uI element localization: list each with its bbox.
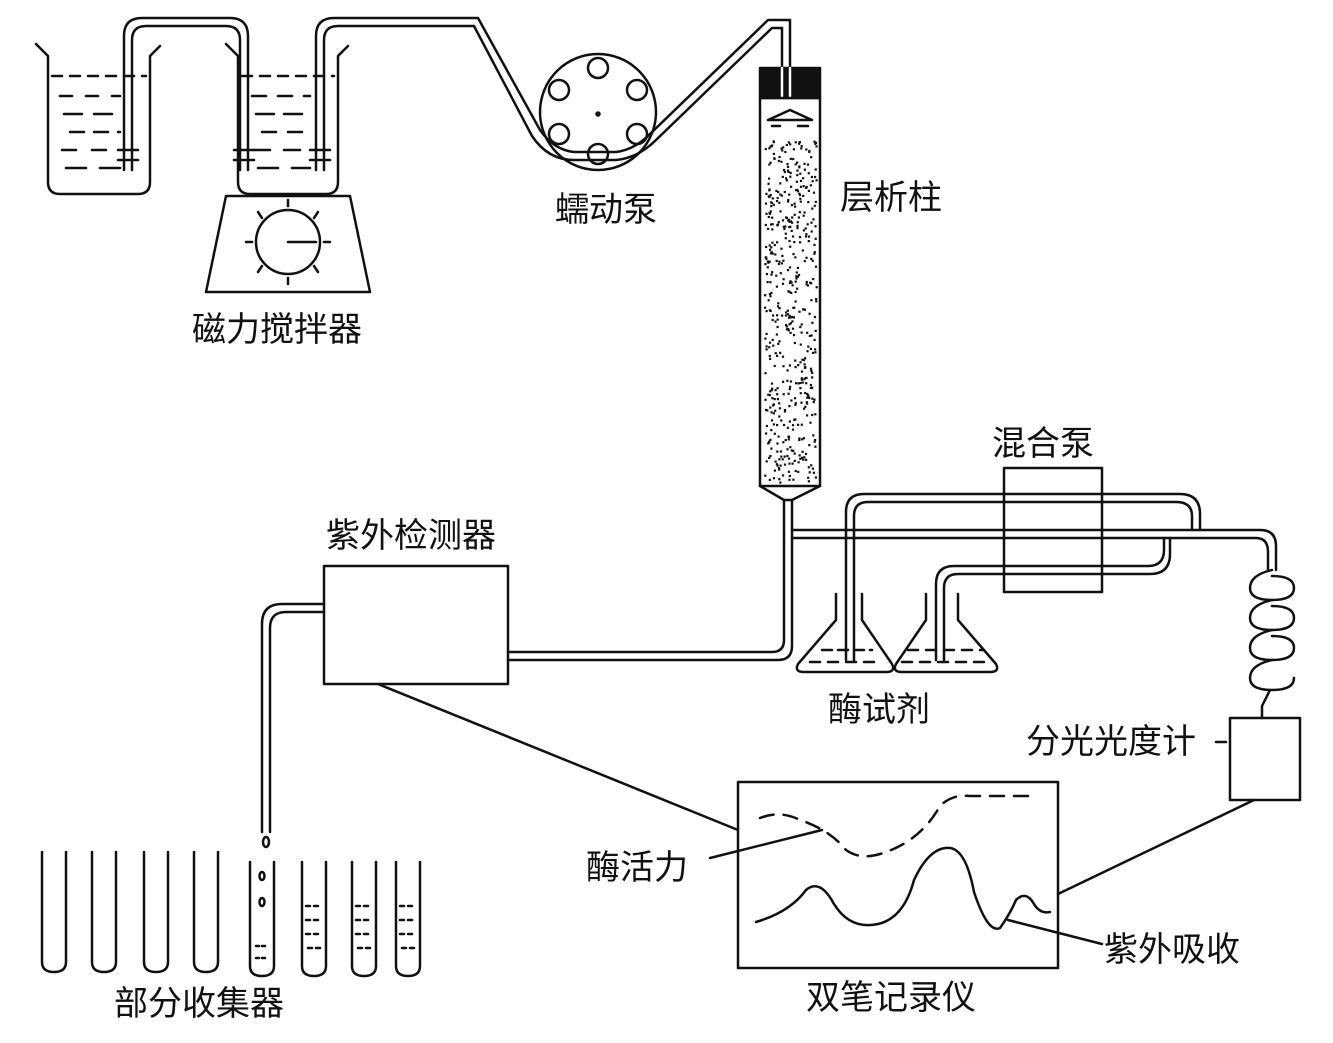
peristaltic-pump-label: 蠕动泵 [555, 190, 657, 230]
column-outlet-tube [506, 518, 1278, 662]
fraction-collector [40, 850, 422, 978]
enzyme-reagent-flasks [795, 592, 999, 674]
enzyme-activity-label: 酶活力 [586, 848, 688, 888]
magnetic-stirrer [204, 194, 372, 294]
fraction-collector-label: 部分收集器 [114, 984, 284, 1024]
chromatography-column [758, 66, 822, 522]
siphon-tube [116, 16, 256, 172]
enzyme-reagent-label: 酶试剂 [828, 690, 930, 730]
mixing-pump-label: 混合泵 [992, 424, 1094, 464]
uv-absorption-label: 紫外吸收 [1104, 930, 1240, 970]
magnetic-stirrer-label: 磁力搅拌器 [192, 310, 362, 350]
uv-detector [260, 564, 740, 849]
spectrophotometer-label: 分光光度计 [1026, 722, 1196, 762]
spectrophotometer [1056, 716, 1302, 896]
uv-detector-label: 紫外检测器 [326, 516, 496, 556]
dual-pen-recorder [708, 780, 1104, 970]
mixing-beaker [224, 42, 350, 196]
mixing-pump [844, 466, 1202, 662]
chromatography-column-label: 层析柱 [840, 178, 942, 218]
buffer-beaker-left [34, 42, 162, 196]
dual-pen-recorder-label: 双笔记录仪 [806, 978, 976, 1018]
reaction-coil [1248, 568, 1296, 720]
peristaltic-pump [538, 52, 658, 172]
column-packing [764, 140, 818, 484]
feed-tube [308, 16, 792, 172]
